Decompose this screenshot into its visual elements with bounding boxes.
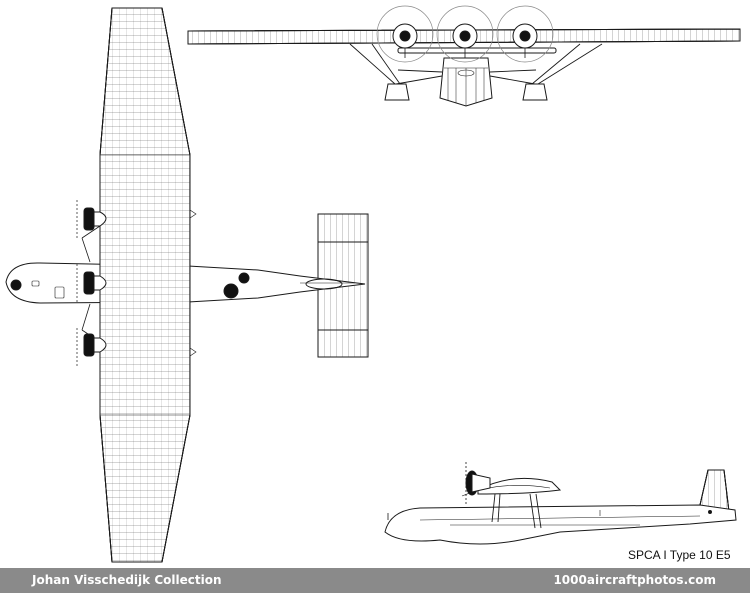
front-struts [349,43,603,85]
plan-engine-1 [76,200,107,238]
plan-view [5,7,369,563]
three-view-drawing [5,5,741,563]
side-view [384,462,737,545]
footer-bar: Johan Visschedijk Collection 1000aircraf… [0,568,750,593]
side-engine [465,462,491,505]
front-view [187,5,741,107]
front-engines [376,5,554,63]
side-hull [384,504,737,545]
website-credit: 1000aircraftphotos.com [553,573,716,587]
front-float-left [384,83,410,101]
front-float-right [522,83,548,101]
collection-credit: Johan Visschedijk Collection [32,573,222,587]
plan-engines [76,200,107,366]
aircraft-caption: SPCA I Type 10 E5 [628,548,731,562]
plan-engine-3 [76,328,107,366]
front-nacelle-bar [397,47,557,54]
plan-engine-2 [76,264,107,302]
plan-main-wing [99,7,197,563]
side-struts [491,493,542,529]
side-wing [477,477,562,495]
front-hull [439,57,493,107]
